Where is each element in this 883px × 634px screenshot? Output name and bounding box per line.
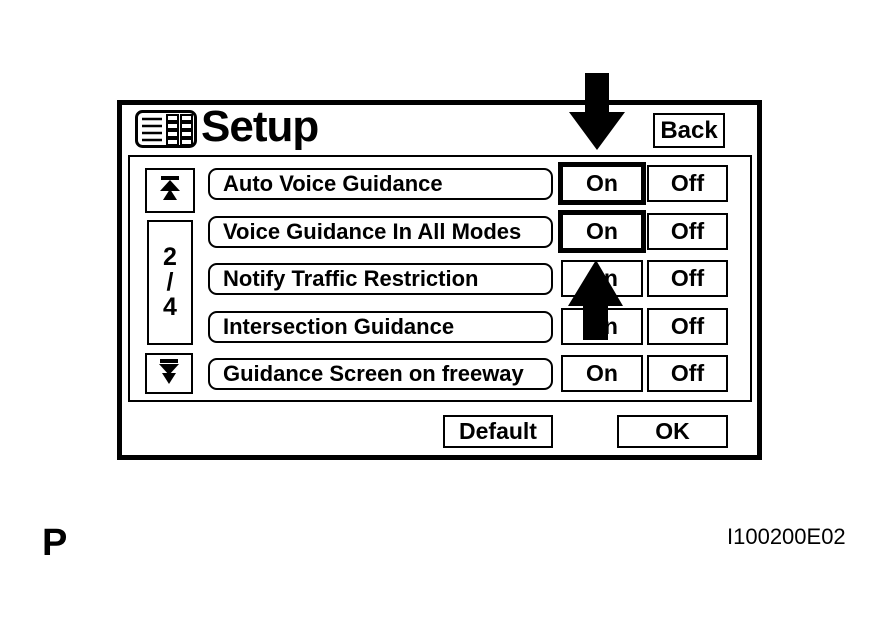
on-button[interactable]: On (561, 308, 643, 345)
figure-code: I100200E02 (727, 524, 846, 549)
off-button[interactable]: Off (647, 213, 728, 250)
scroll-down-button[interactable] (145, 353, 193, 394)
double-up-arrow-icon (157, 175, 183, 206)
page-current: 2 (163, 243, 177, 271)
setting-row: Guidance Screen on freeway On Off (130, 352, 750, 395)
setting-row: Auto Voice Guidance On Off (130, 162, 750, 205)
page-letter: P (42, 522, 68, 564)
scroll-up-button[interactable] (145, 168, 195, 213)
setting-label-button[interactable]: Auto Voice Guidance (208, 168, 553, 200)
list-grid-menu-icon (135, 110, 197, 148)
on-button[interactable]: On (558, 162, 646, 205)
setting-row: Voice Guidance In All Modes On Off (130, 210, 750, 253)
back-button[interactable]: Back (653, 113, 725, 148)
setting-row: Intersection Guidance On Off (130, 305, 750, 348)
setting-row: Notify Traffic Restriction On Off (130, 257, 750, 300)
screen-title: Setup (201, 102, 319, 151)
page-separator: / (166, 268, 174, 296)
setting-label-button[interactable]: Notify Traffic Restriction (208, 263, 553, 295)
double-down-arrow-icon (156, 358, 182, 389)
default-button[interactable]: Default (443, 415, 553, 448)
ok-button[interactable]: OK (617, 415, 728, 448)
setting-label-button[interactable]: Intersection Guidance (208, 311, 553, 343)
off-button[interactable]: Off (647, 165, 728, 202)
page-total: 4 (163, 293, 177, 321)
setting-label-button[interactable]: Guidance Screen on freeway (208, 358, 553, 390)
off-button[interactable]: Off (647, 355, 728, 392)
on-button[interactable]: On (561, 260, 643, 297)
off-button[interactable]: Off (647, 308, 728, 345)
page-indicator: 2 / 4 (147, 220, 193, 345)
setting-label-button[interactable]: Voice Guidance In All Modes (208, 216, 553, 248)
settings-list-box (128, 155, 752, 402)
on-button[interactable]: On (558, 210, 646, 253)
on-button[interactable]: On (561, 355, 643, 392)
off-button[interactable]: Off (647, 260, 728, 297)
